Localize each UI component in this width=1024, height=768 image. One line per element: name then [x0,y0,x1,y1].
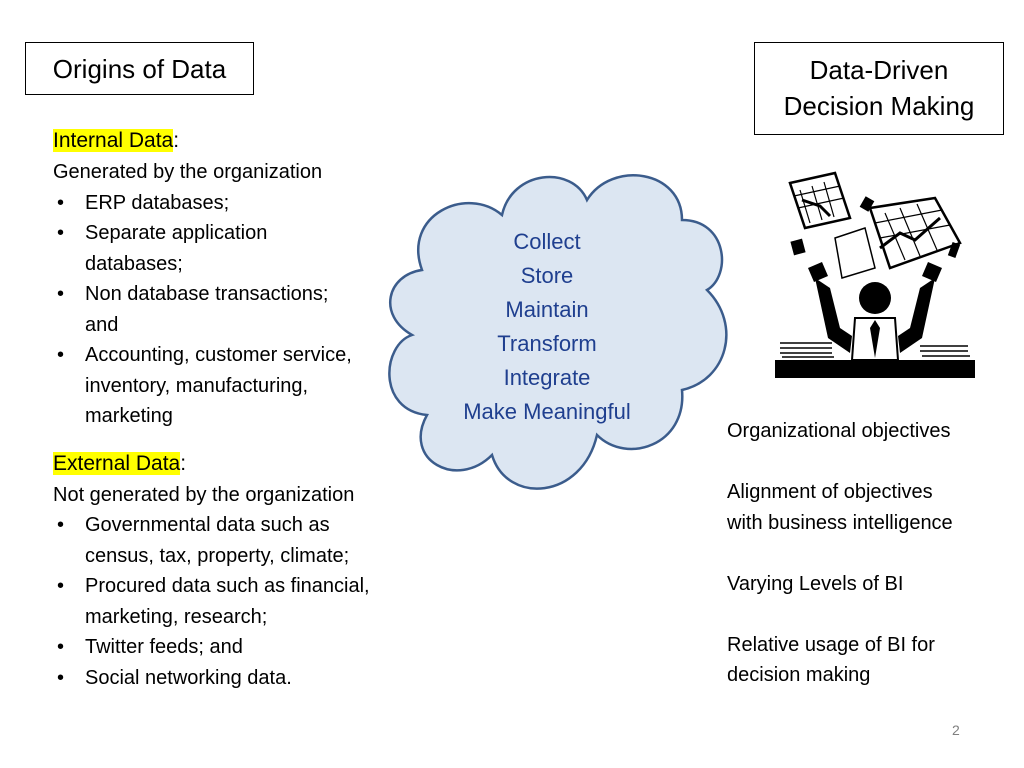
internal-data-subtitle: Generated by the organization [53,161,323,183]
bullet-line: Procured data such as financial, [85,575,370,597]
cloud-item: Transform [497,331,597,356]
external-bullet-item: Procured data such as financial, marketin… [53,571,423,632]
external-bullet-item: Social networking data. [53,663,423,694]
cloud-item: Store [520,263,574,288]
cloud-item: Collect [513,229,581,254]
cloud-item: Make Meaningful [463,399,631,424]
section-gap [53,432,423,448]
bullet-line: Twitter feeds; and [85,636,243,658]
bullet-line: Accounting, customer service, [85,344,352,366]
bullet-line: Non database transactions; [85,283,329,305]
bullet-line: Governmental data such as [85,514,330,536]
bi-topic-line: Organizational objectives [727,420,951,442]
external-data-subtitle: Not generated by the organization [53,483,355,506]
title-origins-text: Origins of Data [52,54,227,84]
bi-topic-line: Relative usage of BI for [727,633,935,656]
bullet-line: marketing, research; [85,605,268,628]
bi-topic-line: Alignment of objectives [727,481,933,503]
title-right-line2: Decision Making [783,91,975,121]
bi-topic-paragraph: Organizational objectives [727,416,1017,447]
bullet-line: databases; [85,252,183,275]
origins-column: Internal Data: Generated by the organiza… [53,125,423,693]
bullet-line: marketing [85,405,173,427]
title-right-line1: Data-Driven [809,55,949,85]
bi-topic-line: with business intelligence [727,511,953,534]
bi-topic-paragraph: Varying Levels of BI [727,569,1017,600]
decision-maker-clipart-icon [775,171,975,378]
external-data-list: Governmental data such as census, tax, pr… [53,510,423,693]
external-data-colon: : [180,451,187,475]
bullet-line: inventory, manufacturing, [85,374,309,397]
bullet-line: ERP databases; [85,191,230,214]
bi-topic-paragraph: Relative usage of BI for decision making [727,630,1017,691]
external-bullet-item: Twitter feeds; and [53,632,423,663]
bullet-line: and [85,313,119,336]
title-origins-of-data: Origins of Data [25,42,254,95]
external-data-highlight: External Data [53,451,181,475]
cloud-shape [388,174,728,490]
bi-topic-paragraph: Alignment of objectives with business int… [727,477,1017,538]
bullet-line: Social networking data. [85,666,292,689]
bullet-line: census, tax, property, climate; [85,544,350,567]
title-data-driven-decision-making: Data-Driven Decision Making [754,42,1004,135]
cloud-item: Integrate [503,365,591,390]
internal-data-heading: Internal Data: [53,125,423,157]
bi-topic-line: Varying Levels of BI [727,572,904,595]
internal-bullet-item: Separate application databases; [53,218,423,279]
internal-data-highlight: Internal Data [53,129,174,152]
internal-data-colon: : [173,129,180,152]
internal-bullet-item: Accounting, customer service, inventory, … [53,340,423,432]
internal-bullet-item: ERP databases; [53,188,423,219]
internal-bullet-item: Non database transactions; and [53,279,423,340]
bi-topic-line: decision making [727,664,871,686]
cloud-item: Maintain [505,297,589,322]
internal-data-list: ERP databases; Separate application databa… [53,188,423,432]
page-number: 2 [952,722,960,738]
external-data-heading: External Data: [53,448,423,480]
external-bullet-item: Governmental data such as census, tax, pr… [53,510,423,571]
bullet-line: Separate application [85,222,268,244]
